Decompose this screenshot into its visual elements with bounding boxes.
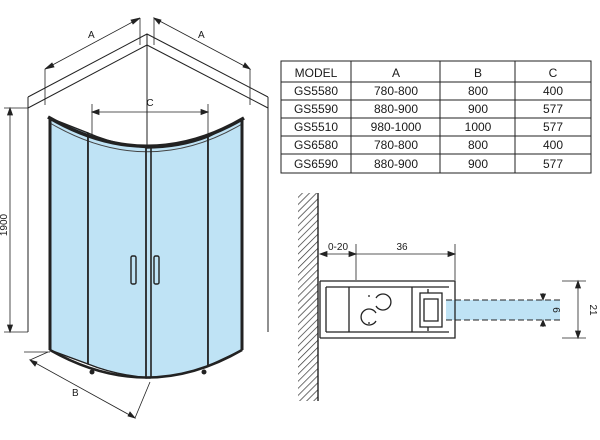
table-cell: 577 bbox=[543, 120, 563, 134]
glass-left-fixed bbox=[49, 116, 89, 366]
door-handle-left bbox=[130, 255, 137, 285]
spec-table: MODEL A B C GS5580 780-800 800 400 GS559… bbox=[280, 60, 592, 174]
table-cell: 800 bbox=[468, 84, 488, 98]
table-cell: GS5580 bbox=[294, 84, 338, 98]
height-label: 21 bbox=[587, 304, 598, 316]
dim-c-label: C bbox=[146, 98, 153, 109]
dimension-c bbox=[90, 104, 210, 138]
table-cell: 780-800 bbox=[374, 138, 418, 152]
table-cell: 880-900 bbox=[374, 157, 418, 171]
glass-thickness-label: 6 bbox=[550, 307, 561, 313]
glass-door-right bbox=[145, 135, 209, 379]
table-cell: 880-900 bbox=[374, 102, 418, 116]
table-cell: 900 bbox=[468, 157, 488, 171]
dim-a-left-label: A bbox=[88, 30, 95, 41]
table-cell: 980-1000 bbox=[371, 120, 422, 134]
dimension-height bbox=[4, 106, 28, 334]
profile-detail: 0-20 36 6 21 bbox=[298, 193, 598, 401]
table-cell: 900 bbox=[468, 102, 488, 116]
table-cell: 577 bbox=[543, 102, 563, 116]
table-header-a: A bbox=[392, 66, 400, 80]
top-rail bbox=[47, 115, 245, 148]
dimension-a-right bbox=[152, 17, 252, 105]
table-cell: GS6590 bbox=[294, 157, 338, 171]
adjust-label: 0-20 bbox=[328, 242, 348, 253]
table-cell: GS5510 bbox=[294, 120, 338, 134]
dimension-a-left bbox=[44, 17, 141, 105]
table-header-model: MODEL bbox=[295, 66, 338, 80]
table-cell: 400 bbox=[543, 84, 563, 98]
table-cell: 780-800 bbox=[374, 84, 418, 98]
dim-a-right-label: A bbox=[198, 30, 205, 41]
glass-door-left bbox=[87, 131, 151, 379]
table-cell: 400 bbox=[543, 138, 563, 152]
glass-right-fixed bbox=[207, 118, 243, 368]
vertical-profiles bbox=[48, 118, 244, 378]
glass-section bbox=[446, 300, 560, 320]
table-cell: GS6580 bbox=[294, 138, 338, 152]
table-cell: 800 bbox=[468, 138, 488, 152]
width-label: 36 bbox=[396, 242, 408, 253]
wall-profile bbox=[319, 280, 456, 339]
table-cell: GS5590 bbox=[294, 102, 338, 116]
enclosure-drawing: A A C 1900 bbox=[0, 17, 269, 419]
table-cell: 577 bbox=[543, 157, 563, 171]
dim-b-label: B bbox=[72, 388, 79, 399]
table-cell: 1000 bbox=[465, 120, 492, 134]
dim-height-label: 1900 bbox=[0, 213, 10, 236]
table-header-c: C bbox=[549, 66, 558, 80]
door-handle-right bbox=[153, 255, 160, 285]
dimension-b bbox=[24, 351, 151, 419]
table-header-b: B bbox=[474, 66, 482, 80]
wall-hatch bbox=[298, 193, 318, 401]
